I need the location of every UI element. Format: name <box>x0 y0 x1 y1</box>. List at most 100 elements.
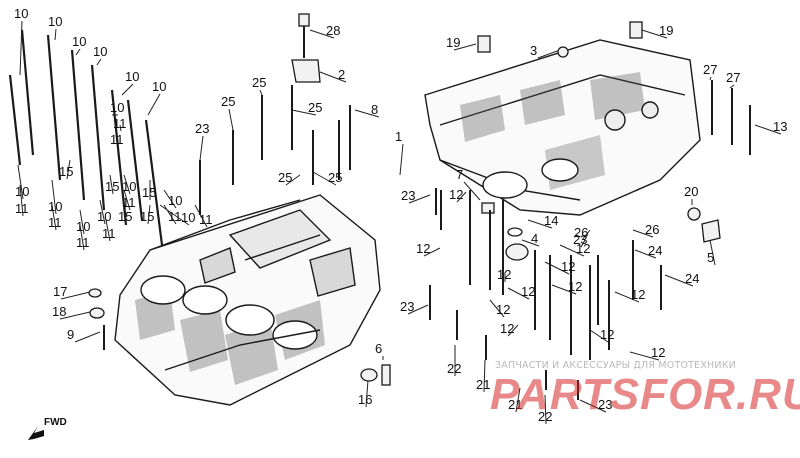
callout-label: 8 <box>371 102 379 117</box>
callout-leader-line <box>51 179 57 215</box>
callout-label: 21 <box>508 397 523 412</box>
callout-label: 10 <box>152 79 167 94</box>
callout-label: 22 <box>538 409 553 424</box>
callout-label: 11 <box>48 215 62 230</box>
callout-label: 10 <box>48 14 63 29</box>
callout-leader-line <box>163 189 177 209</box>
callout-leader-line <box>521 239 540 247</box>
callout-label: 10 <box>48 199 63 214</box>
callout-leader-line <box>632 229 654 238</box>
callout-leader-line <box>109 174 114 195</box>
callout-label: 15 <box>59 164 74 179</box>
callout-label: 25 <box>278 170 293 185</box>
callout-leader-line <box>79 209 85 235</box>
callout-leader-line <box>537 49 561 59</box>
orientation-label: FWD <box>44 417 67 428</box>
callout-leader-line <box>163 204 177 225</box>
callout-label: 26 <box>645 222 660 237</box>
callout-leader-line <box>79 224 85 251</box>
lower-crankcase <box>114 194 381 406</box>
callout-leader-line <box>579 399 607 413</box>
callout-leader-line <box>489 299 505 318</box>
callout-leader-line <box>74 331 101 343</box>
callout-leader-line <box>105 219 111 242</box>
callout-label: 20 <box>684 184 699 199</box>
cylinder-studs <box>8 29 164 246</box>
callout-leader-line <box>194 204 208 228</box>
callout-leader-line <box>456 191 467 203</box>
callout-label: 23 <box>401 188 416 203</box>
callout-leader-line <box>121 83 134 96</box>
callout-leader-line <box>408 194 431 204</box>
callout-label: 25 <box>328 170 343 185</box>
callout-label: 12 <box>497 267 512 282</box>
callout-label: 11 <box>113 116 127 131</box>
callout-leader-line <box>729 84 735 89</box>
callout-leader-line <box>507 287 530 300</box>
callout-label: 19 <box>659 23 674 38</box>
callout-leader-line <box>453 43 477 51</box>
callout-leader-line <box>580 239 586 248</box>
callout-label: 11 <box>199 212 213 227</box>
callout-leader-line <box>365 379 369 408</box>
callout-label: 12 <box>500 321 515 336</box>
callout-label: 10 <box>14 6 29 21</box>
callout-label: 11 <box>102 226 116 241</box>
callout-label: 7 <box>456 167 464 182</box>
callout-label: 10 <box>97 209 112 224</box>
callout-leader-line <box>159 204 190 226</box>
callout-leader-line <box>59 311 91 320</box>
callout-leader-line <box>75 48 81 56</box>
callout-label: 26 <box>574 225 589 240</box>
callout-label: 28 <box>326 23 341 38</box>
callout-label: 12 <box>631 287 646 302</box>
callout-label: 23 <box>598 397 613 412</box>
callout-leader-line <box>544 394 547 425</box>
callout-label: 3 <box>530 43 538 58</box>
callout-label: 10 <box>72 34 87 49</box>
callout-leader-line <box>629 351 660 361</box>
callout-leader-line <box>99 199 106 225</box>
callout-label: 11 <box>110 132 124 147</box>
watermark-brand: PARTSFOR.RU <box>490 370 800 419</box>
callout-leader-line <box>507 324 519 337</box>
callout-label: 14 <box>544 213 559 228</box>
callout-label: 10 <box>122 179 137 194</box>
callout-label: 10 <box>168 193 183 208</box>
callout-leader-line <box>309 29 335 39</box>
callout-label: 10 <box>93 44 108 59</box>
callout-label: 10 <box>181 210 196 225</box>
callout-leader-line <box>259 89 263 96</box>
callout-label: 23 <box>573 232 588 247</box>
callout-label: 4 <box>531 231 539 246</box>
callout-leader-line <box>407 304 429 315</box>
callout-label: 13 <box>773 119 788 134</box>
callout-label: 24 <box>685 271 700 286</box>
callout-leader-line <box>754 124 782 135</box>
callout-label: 2 <box>338 67 346 82</box>
callout-label: 27 <box>726 70 741 85</box>
callout-leader-line <box>399 143 404 176</box>
callout-label: 16 <box>358 392 373 407</box>
callout-leader-line <box>423 247 441 257</box>
crankcase-bolts <box>199 80 751 400</box>
callout-label: 27 <box>703 62 718 77</box>
callout-label: 12 <box>449 187 464 202</box>
callout-label: 17 <box>53 284 68 299</box>
callout-leader-line <box>709 76 712 81</box>
callout-leader-line <box>123 189 131 211</box>
callout-label: 6 <box>375 341 383 356</box>
callout-label: 1 <box>395 129 403 144</box>
callout-leader-line <box>199 135 204 161</box>
callout-leader-line <box>228 108 234 131</box>
callout-label: 10 <box>110 100 125 115</box>
callout-leader-line <box>19 184 24 217</box>
callout-label: 12 <box>651 345 666 360</box>
callout-leader-line <box>96 58 102 66</box>
callout-leader-line <box>515 387 521 413</box>
callout-leader-line <box>634 249 657 259</box>
callout-label: 22 <box>447 361 462 376</box>
callout-leader-line <box>17 164 24 200</box>
